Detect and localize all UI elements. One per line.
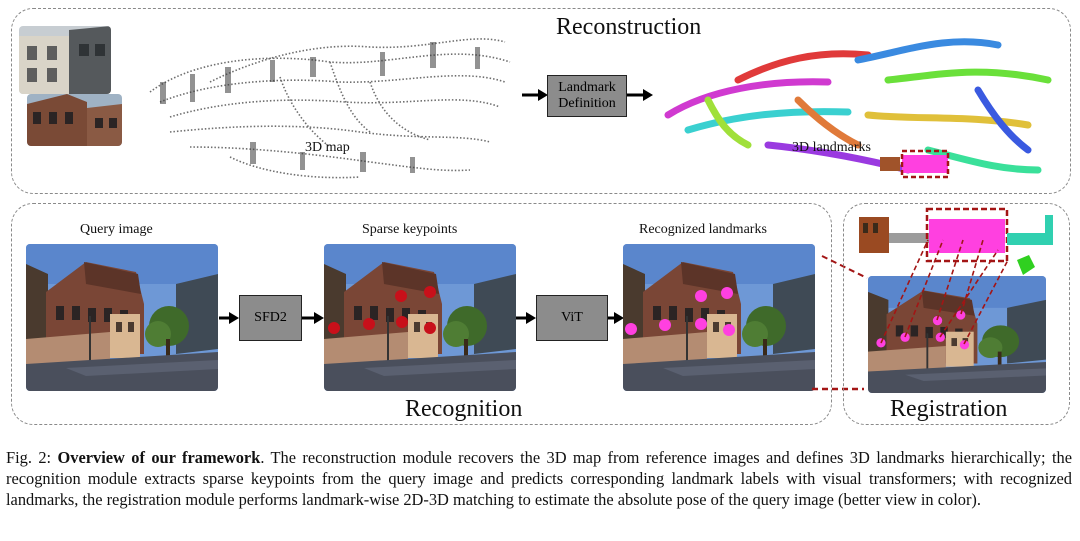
reference-image-2 [27,94,122,146]
arrow-to-landmark-definition [522,89,548,101]
keypoint [395,290,407,302]
recognized-landmarks-image [623,244,815,391]
vit-label: ViT [561,310,583,325]
3d-map-point-cloud [130,22,520,187]
arrow-from-sfd2 [302,312,324,324]
reconstruction-panel [11,8,1071,194]
keypoint [363,318,375,330]
recognition-title: Recognition [405,396,523,422]
selected-landmark-cluster [880,149,950,179]
landmark-point [721,287,733,299]
arrow-from-landmark-definition [627,89,653,101]
caption-bold: Overview of our framework [57,448,261,467]
vit-box: ViT [536,295,608,341]
sparse-keypoints-label: Sparse keypoints [362,222,458,237]
query-image [26,244,218,391]
query-image-label: Query image [80,222,153,237]
recognized-landmarks-label: Recognized landmarks [639,222,767,237]
sparse-keypoints-image [324,244,516,391]
arrow-to-sfd2 [219,312,239,324]
keypoint [424,322,436,334]
sfd2-label: SFD2 [254,310,287,325]
registration-point [935,332,945,342]
registration-point [959,340,970,350]
3d-landmarks-point-cloud [648,20,1068,190]
keypoint [328,322,340,334]
registration-point [900,332,910,342]
landmark-point [695,318,707,330]
landmark-definition-box: Landmark Definition [547,75,627,117]
recognition-to-registration-connector [812,255,868,391]
landmark-point [625,323,637,335]
sfd2-box: SFD2 [239,295,302,341]
arrow-from-vit [608,312,624,324]
3d-map-label: 3D map [305,140,350,155]
figure-caption: Fig. 2: Overview of our framework. The r… [6,447,1072,510]
2d-3d-match-lines [880,239,1009,345]
keypoint [424,286,436,298]
reconstruction-title: Reconstruction [556,14,702,40]
landmark-point [659,319,671,331]
reference-image-1 [19,26,111,94]
arrow-to-vit [516,312,536,324]
keypoint [396,316,408,328]
registration-point [956,310,966,320]
landmark-definition-line1: Landmark [558,80,616,95]
recognition-panel [11,203,832,425]
3d-landmarks-label: 3D landmarks [792,140,871,155]
registration-landmark-cloud [857,205,1057,280]
registration-point [932,315,943,326]
registration-panel [843,203,1070,425]
landmark-point [723,324,735,336]
landmark-point [695,290,707,302]
caption-text: . The reconstruction module recovers the… [6,448,1072,509]
registration-title: Registration [890,396,1008,422]
caption-prefix: Fig. 2: [6,448,58,467]
landmark-definition-line2: Definition [558,96,616,111]
